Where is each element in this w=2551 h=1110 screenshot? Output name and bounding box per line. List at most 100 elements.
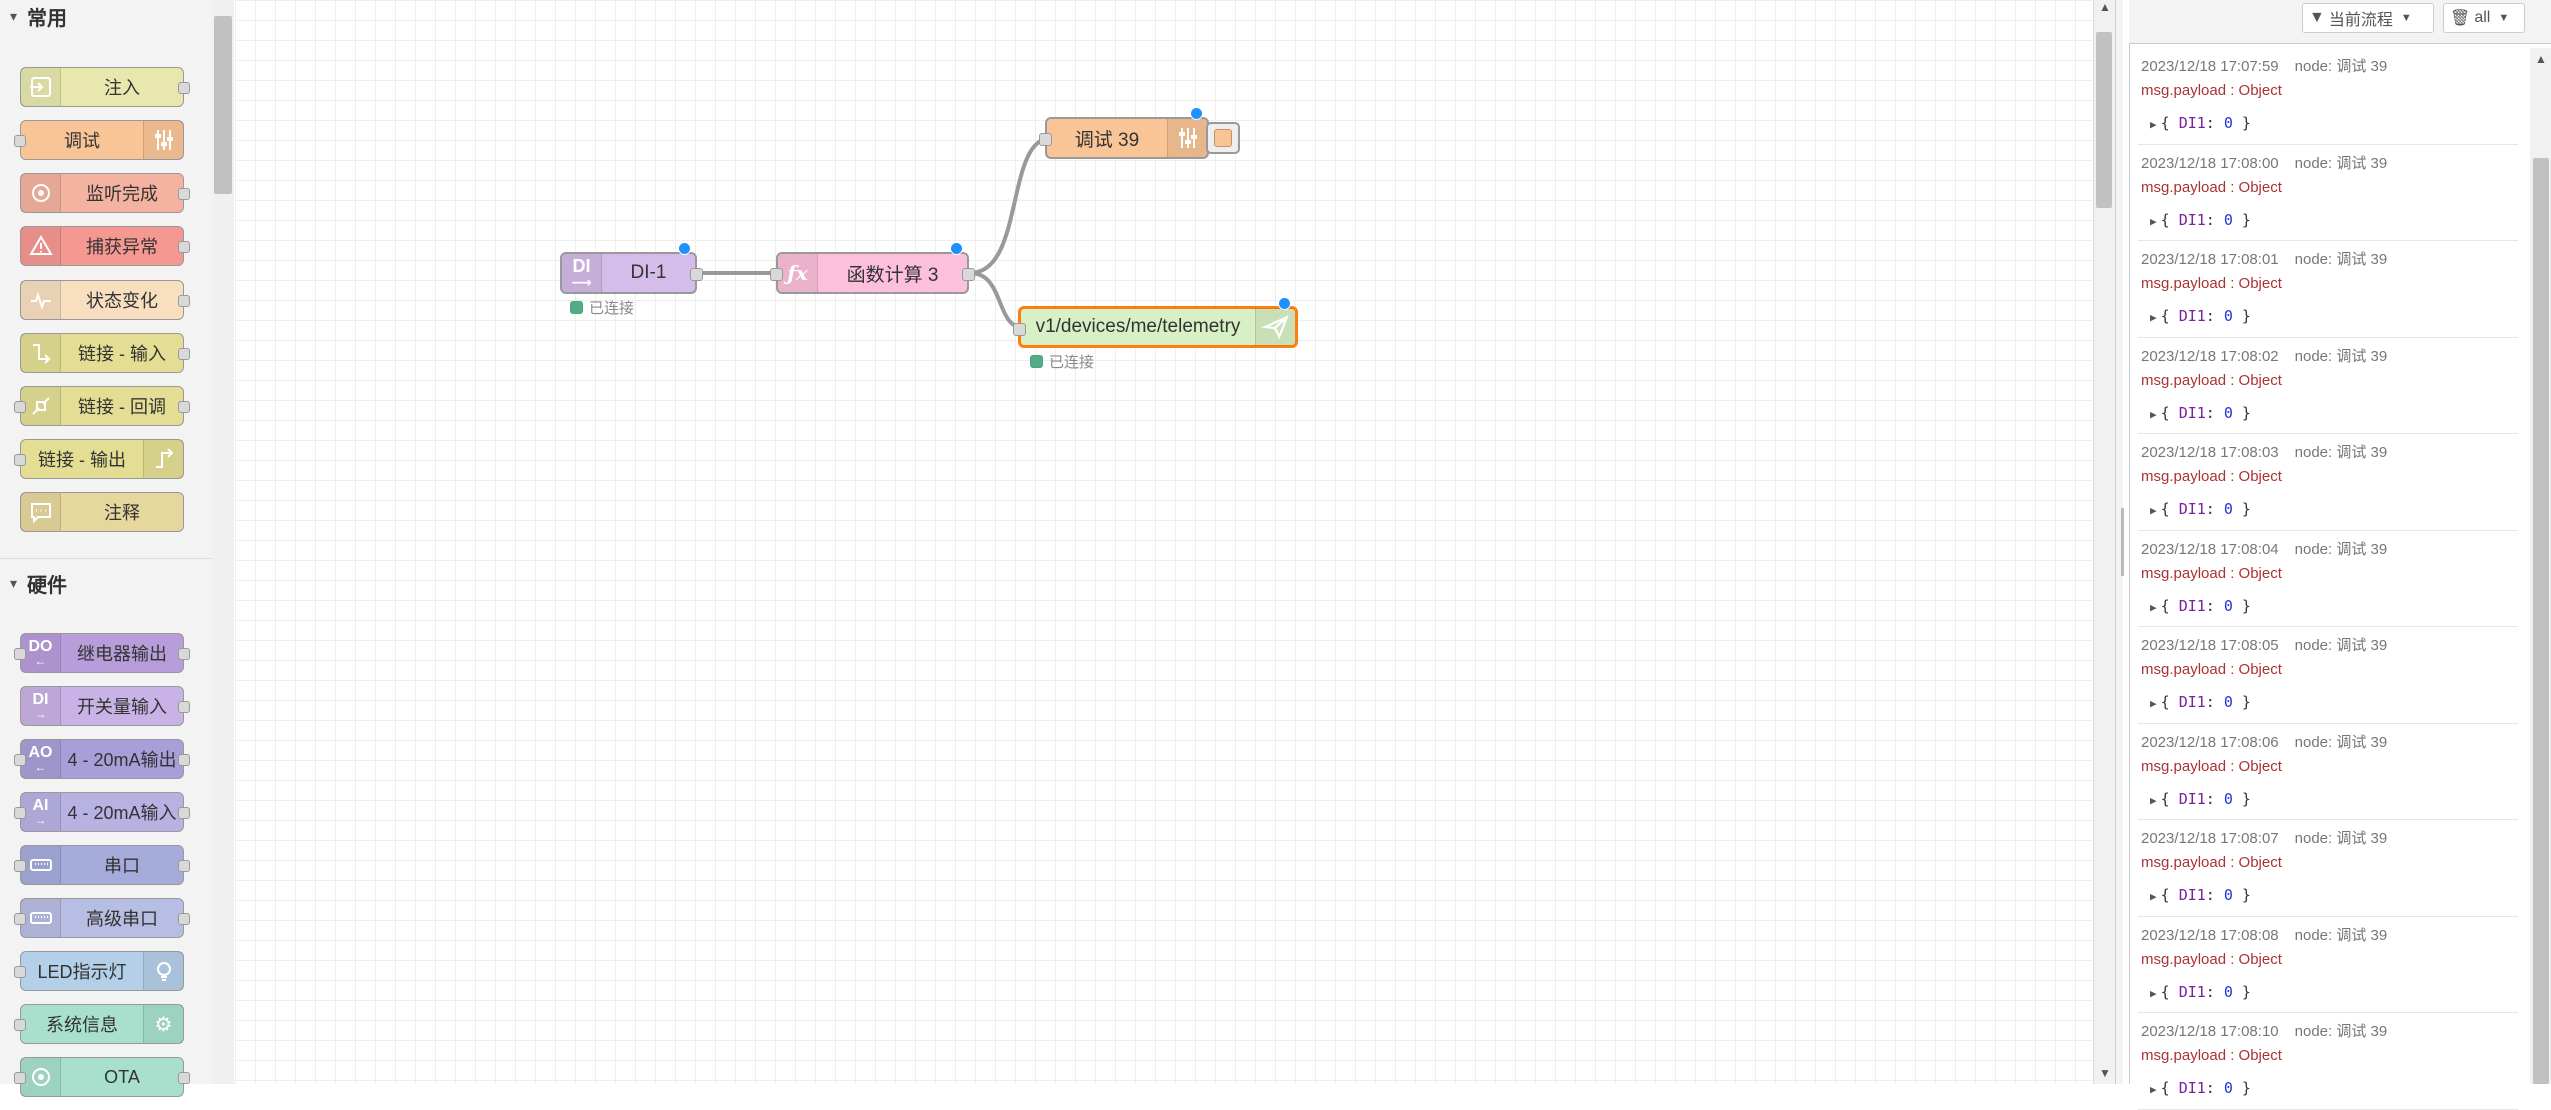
palette-node-comment[interactable]: 注释 [20, 492, 184, 532]
category-header-common[interactable]: ▾ 常用 [0, 0, 212, 32]
palette-node-complete[interactable]: 监听完成 [20, 173, 190, 213]
status-mqtt-out: 已连接 [1030, 351, 1094, 372]
payload-value: 0 [2223, 596, 2233, 615]
message-payload[interactable]: ▶{ DI1: 0 } [2150, 500, 2251, 518]
message-payload[interactable]: ▶{ DI1: 0 } [2150, 596, 2251, 615]
expand-arrow-icon[interactable]: ▶ [2150, 793, 2157, 807]
palette-node-debug[interactable]: 调试 [14, 120, 184, 160]
message-node[interactable]: node: 调试 39 [2294, 540, 2388, 558]
message-node[interactable]: node: 调试 39 [2294, 251, 2388, 268]
message-topic: msg.payload : Object [2141, 950, 2282, 968]
message-payload[interactable]: ▶{ DI1: 0 } [2150, 114, 2251, 132]
palette-node-led[interactable]: LED指示灯 [14, 951, 184, 991]
expand-arrow-icon[interactable]: ▶ [2150, 504, 2157, 517]
message-payload[interactable]: ▶{ DI1: 0 } [2150, 210, 2251, 229]
payload-value: 0 [2223, 114, 2233, 132]
message-payload[interactable]: ▶{ DI1: 0 } [2150, 307, 2251, 325]
message-node[interactable]: node: 调试 39 [2294, 444, 2388, 461]
message-node[interactable]: node: 调试 39 [2294, 830, 2388, 847]
message-node[interactable]: node: 调试 39 [2294, 926, 2388, 944]
palette-node-status[interactable]: 状态变化 [20, 280, 190, 320]
palette-node-inject[interactable]: 注入 [20, 67, 190, 107]
expand-arrow-icon[interactable]: ▶ [2150, 214, 2157, 228]
input-port[interactable] [1039, 133, 1052, 146]
palette-node-analog-input[interactable]: AI→ 4 - 20mA输入 [14, 792, 190, 832]
palette-node-link-call[interactable]: 链接 - 回调 [14, 386, 190, 426]
message-payload[interactable]: ▶{ DI1: 0 } [2150, 403, 2251, 422]
bulb-icon [143, 952, 183, 990]
input-port[interactable] [1013, 323, 1026, 336]
palette-node-analog-output[interactable]: AO← 4 - 20mA输出 [14, 739, 190, 779]
message-payload[interactable]: ▶{ DI1: 0 } [2150, 1079, 2251, 1097]
flow-node-di-1[interactable]: DI⟶ DI-1 [560, 242, 703, 294]
palette-node-link-out[interactable]: 链接 - 输出 [14, 439, 184, 479]
expand-arrow-icon[interactable]: ▶ [2150, 407, 2157, 421]
expand-arrow-icon[interactable]: ▶ [2150, 118, 2157, 131]
gear-icon: ⚙ [143, 1005, 183, 1043]
scroll-down-arrow-icon[interactable]: ▼ [2099, 1066, 2111, 1080]
flow-node-debug[interactable]: 调试 39 [1039, 107, 1209, 159]
message-node[interactable]: node: 调试 39 [2294, 1023, 2388, 1040]
flow-workspace[interactable]: DI⟶ DI-1 已连接 ƒx 函数计算 3 调试 39 [235, 0, 2093, 1084]
message-payload[interactable]: ▶{ DI1: 0 } [2150, 886, 2251, 904]
palette-node-relay-output[interactable]: DO← 继电器输出 [14, 633, 190, 673]
palette-node-catch[interactable]: 捕获异常 [20, 226, 190, 266]
scroll-up-arrow-icon[interactable]: ▲ [2535, 52, 2547, 66]
palette-node-advanced-serial[interactable]: 高级串口 [14, 898, 190, 938]
category-title: 硬件 [27, 574, 68, 597]
message-node[interactable]: node: 调试 39 [2294, 733, 2388, 751]
palette-scrollbar-thumb[interactable] [214, 16, 232, 194]
pulse-icon [21, 281, 61, 319]
palette-node-serial[interactable]: 串口 [14, 845, 190, 885]
expand-arrow-icon[interactable]: ▶ [2150, 986, 2157, 1000]
palette-scrollbar[interactable] [212, 0, 234, 1084]
message-node[interactable]: node: 调试 39 [2294, 154, 2388, 172]
message-payload[interactable]: ▶{ DI1: 0 } [2150, 789, 2251, 808]
expand-arrow-icon[interactable]: ▶ [2150, 1083, 2157, 1096]
workspace-scrollbar-thumb[interactable] [2096, 32, 2112, 208]
message-node[interactable]: node: 调试 39 [2294, 58, 2388, 75]
debug-toggle-button[interactable] [1206, 122, 1240, 154]
output-port[interactable] [962, 268, 975, 281]
expand-arrow-icon[interactable]: ▶ [2150, 600, 2157, 614]
sidebar-splitter[interactable] [2115, 0, 2123, 1084]
input-port[interactable] [770, 268, 783, 281]
expand-arrow-icon[interactable]: ▶ [2150, 890, 2157, 903]
filter-flow-button[interactable]: ▼ 当前流程 ▼ [2302, 3, 2434, 33]
palette-node-ota[interactable]: OTA [14, 1057, 190, 1097]
expand-arrow-icon[interactable]: ▶ [2150, 311, 2157, 324]
clear-messages-button[interactable]: 🗑 all ▼ [2443, 3, 2525, 33]
splitter-grip[interactable] [2121, 508, 2124, 576]
palette-node-link-in[interactable]: 链接 - 输入 [20, 333, 190, 373]
output-port[interactable] [690, 268, 703, 281]
output-port [178, 241, 190, 253]
message-node[interactable]: node: 调试 39 [2294, 637, 2388, 654]
flow-node-function[interactable]: ƒx 函数计算 3 [770, 242, 975, 294]
category-header-hardware[interactable]: ▾ 硬件 [0, 567, 212, 599]
flow-node-mqtt-out[interactable]: v1/devices/me/telemetry [1013, 297, 1298, 348]
palette-node-digital-input[interactable]: DI→ 开关量输入 [20, 686, 190, 726]
message-payload[interactable]: ▶{ DI1: 0 } [2150, 693, 2251, 711]
sidebar-scrollbar-thumb[interactable] [2533, 158, 2549, 1084]
palette-node-system-info[interactable]: 系统信息 ⚙ [14, 1004, 184, 1044]
message-node[interactable]: node: 调试 39 [2294, 347, 2388, 365]
expand-arrow-icon[interactable]: ▶ [2150, 697, 2157, 710]
message-payload[interactable]: ▶{ DI1: 0 } [2150, 982, 2251, 1001]
workspace-vertical-scrollbar[interactable] [2093, 0, 2115, 1084]
status-di-1: 已连接 [570, 297, 634, 318]
scroll-up-arrow-icon[interactable]: ▲ [2099, 0, 2111, 14]
wires-layer [695, 136, 1052, 330]
